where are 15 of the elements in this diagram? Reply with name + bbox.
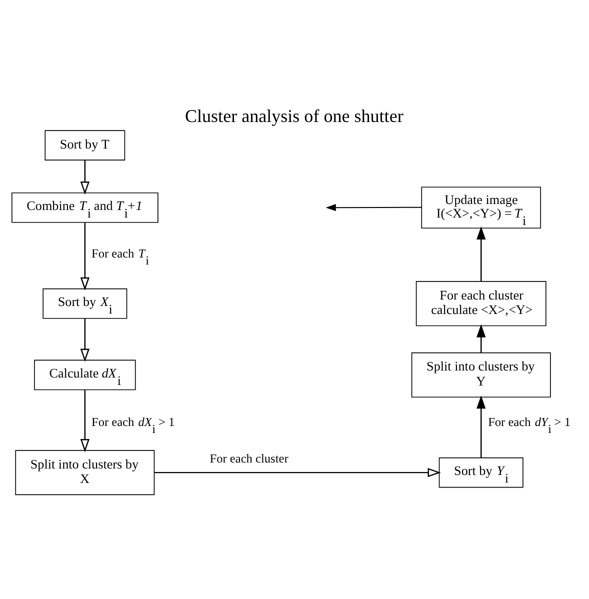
arrow xyxy=(326,204,422,212)
diagram-title: Cluster analysis of one shutter xyxy=(184,106,404,126)
edge-label: For each cluster xyxy=(210,451,288,466)
node-box: Split into clusters by Y xyxy=(411,352,551,398)
arrow xyxy=(80,318,90,362)
arrow xyxy=(476,226,486,282)
arrow xyxy=(80,160,90,195)
node-box: For each cluster calculate <X>,<Y> xyxy=(416,281,546,326)
arrow xyxy=(80,390,90,452)
arrow xyxy=(476,324,486,353)
arrow xyxy=(80,222,90,290)
node-box: Split into clusters by X xyxy=(15,450,155,496)
arrow xyxy=(154,468,441,478)
arrow xyxy=(476,395,486,458)
node-box: Sort by T xyxy=(44,130,126,160)
